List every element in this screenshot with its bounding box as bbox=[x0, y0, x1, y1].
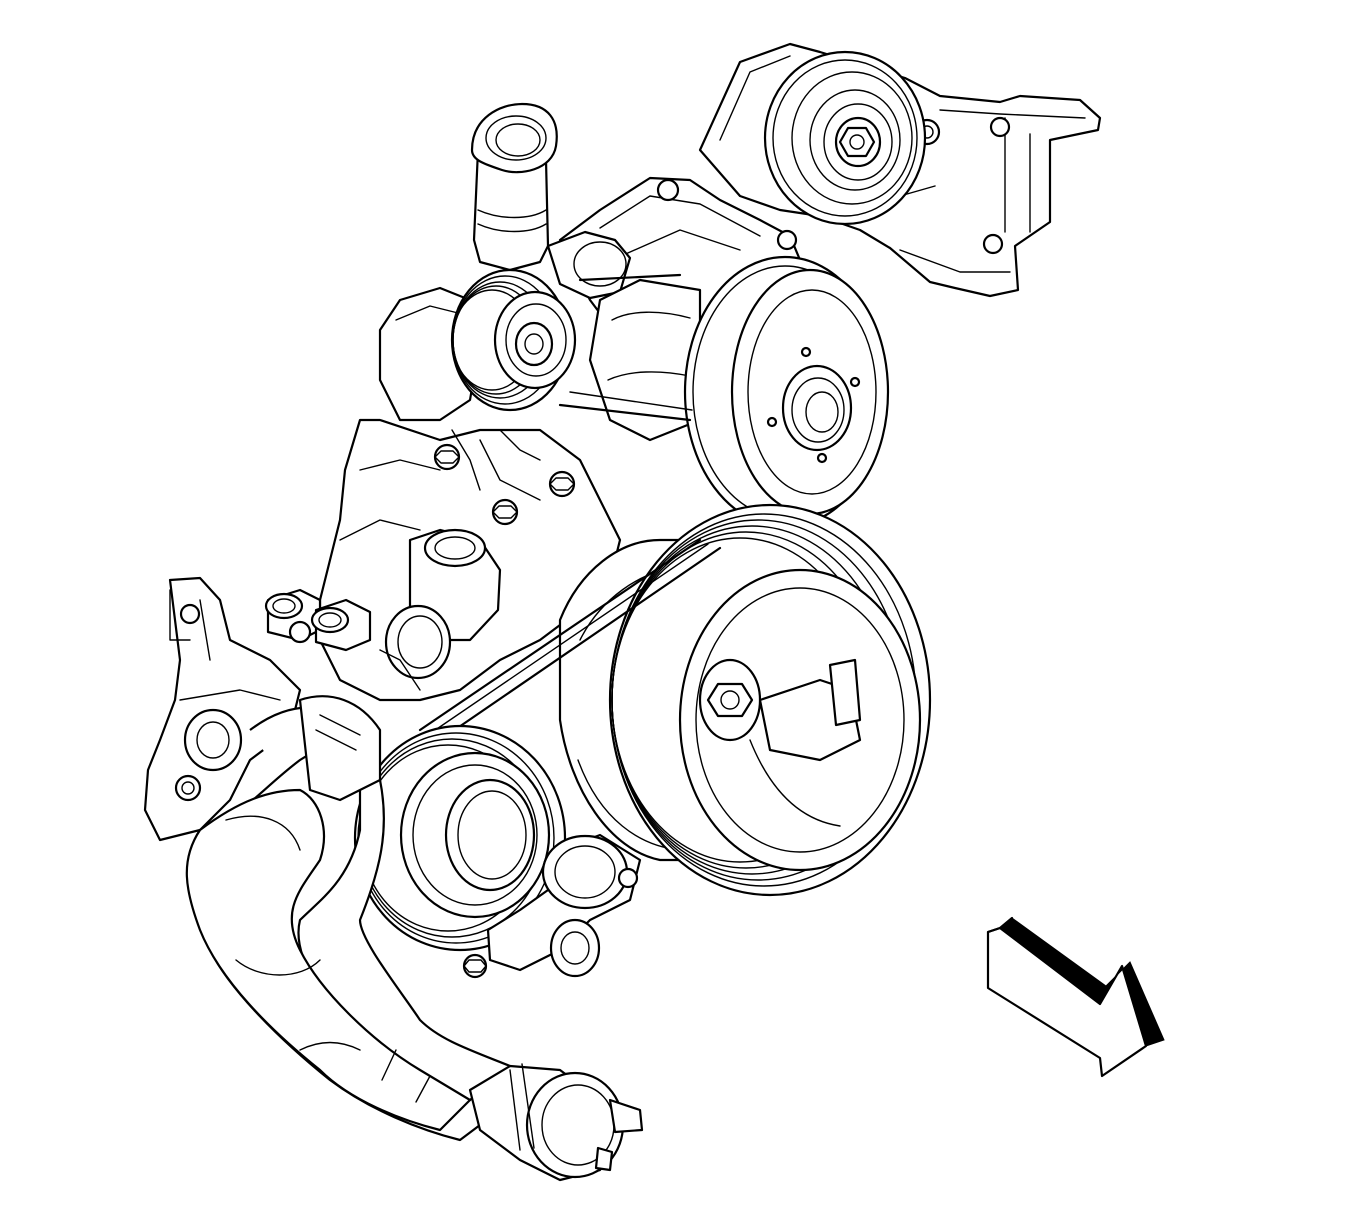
crankshaft-balancer bbox=[558, 503, 932, 897]
front-view-arrow bbox=[986, 916, 1165, 1078]
belt-tensioner-pulley bbox=[378, 268, 577, 422]
hose-clamp bbox=[468, 1063, 644, 1182]
mounting-bracket-lower bbox=[143, 576, 302, 842]
coolant-outlet-pipe bbox=[470, 102, 632, 300]
radiator-hose bbox=[185, 695, 512, 1142]
drive-belt bbox=[418, 273, 722, 742]
idler-pulley-upper bbox=[763, 50, 927, 226]
water-pump-pulley bbox=[588, 255, 890, 529]
belt-tensioner-arm-lower bbox=[462, 833, 642, 979]
thermostat-housing bbox=[264, 528, 502, 691]
lower-idler-pulley bbox=[353, 724, 567, 952]
